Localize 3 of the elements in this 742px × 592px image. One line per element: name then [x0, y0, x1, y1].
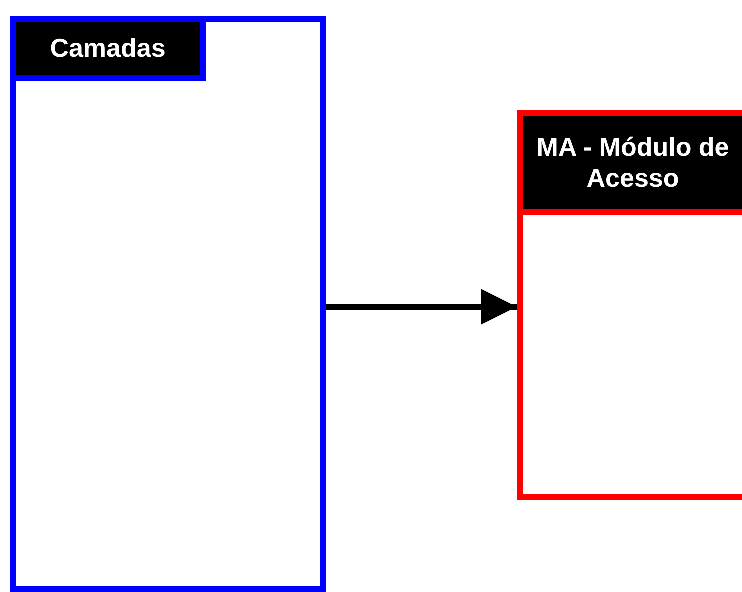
module-panel — [517, 110, 742, 500]
arrow — [326, 289, 517, 325]
layer-panel — [10, 16, 326, 592]
